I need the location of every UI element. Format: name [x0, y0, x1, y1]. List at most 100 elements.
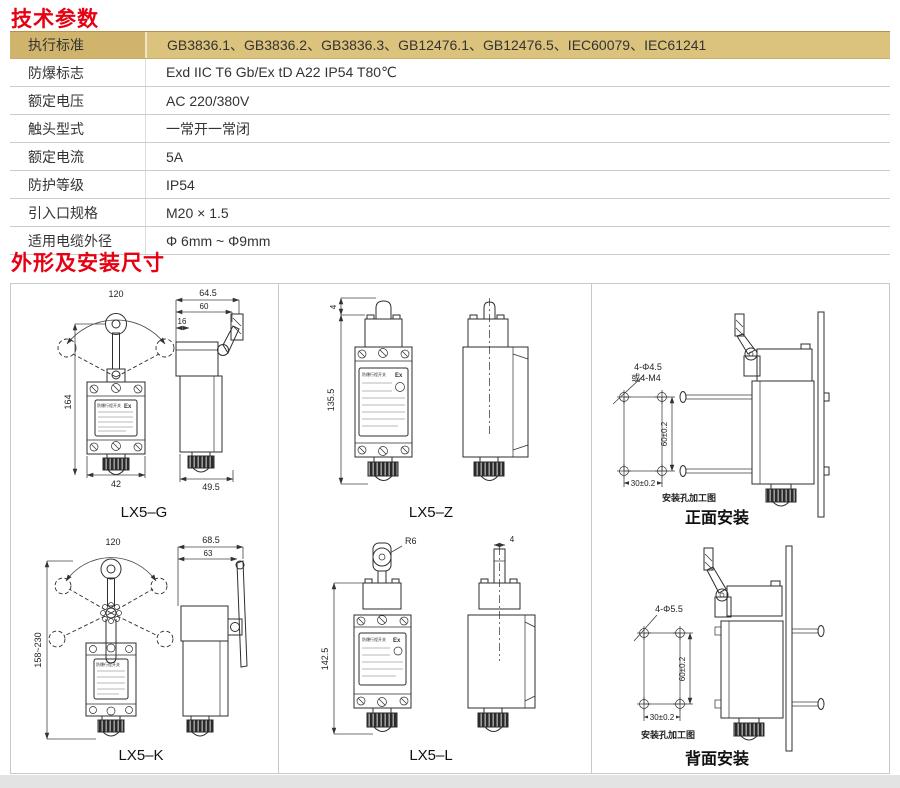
drawing-lx5k: 120 [33, 535, 248, 764]
svg-text:防爆行程开关: 防爆行程开关 [362, 636, 386, 642]
cable-gland [102, 453, 130, 475]
spec-label: 额定电压 [28, 92, 84, 109]
front-mount-side-view [679, 311, 830, 518]
table-row: 适用电缆外径 Φ 6mm ~ Φ9mm [10, 227, 890, 255]
drawings-panel: 120 [10, 283, 890, 774]
svg-text:Ex: Ex [395, 373, 403, 379]
dim-arc: 120 [105, 537, 120, 547]
lx5k-front-view: 120 [33, 537, 174, 740]
dim-plunger: 4 [329, 304, 338, 309]
holes-spec-alt: 或4-M4 [631, 372, 661, 383]
screws [89, 643, 133, 716]
section-title-specs: 技术参数 [11, 8, 99, 31]
mount-label-back: 背面安装 [685, 749, 749, 768]
spec-value: M20 × 1.5 [145, 199, 890, 226]
panel-divider [278, 284, 279, 773]
mount-hole-diagram: 4-Φ5.5 60±0.2 30±0.2 安装孔加工图 [633, 604, 695, 740]
spec-value: 5A [145, 143, 890, 170]
dim-height: 158~230 [33, 632, 43, 667]
model-label-lx5k: LX5–K [118, 747, 163, 764]
hole-diagram-caption: 安装孔加工图 [641, 729, 695, 740]
drawing-front-mount: 4-Φ4.5 或4-M4 60±0.2 30±0.2 安装孔加工图 [612, 311, 830, 527]
lx5l-side-view: 4 [467, 535, 536, 732]
drawing-lx5g: 120 [57, 288, 244, 521]
dim-side-top: 60 [200, 302, 209, 311]
dim-horizontal: 30±0.2 [631, 479, 656, 488]
cable-gland [97, 715, 125, 737]
svg-text:Ex: Ex [124, 404, 132, 410]
table-row: 触头型式 一常开一常闭 [10, 115, 890, 143]
svg-text:防爆行程开关: 防爆行程开关 [362, 371, 386, 377]
lx5g-side-view: 64.5 60 16 [175, 288, 244, 492]
holes-spec: 4-Φ5.5 [655, 604, 683, 614]
svg-text:防爆行程开关: 防爆行程开关 [97, 402, 121, 408]
spec-value: IP54 [145, 171, 890, 198]
mount-screws [791, 625, 825, 710]
mount-label-front: 正面安装 [685, 508, 749, 527]
panel-divider [591, 284, 592, 773]
drawing-back-mount: 4-Φ5.5 60±0.2 30±0.2 安装孔加工图 背面安装 [633, 545, 825, 768]
spec-label: 额定电流 [28, 148, 84, 165]
nameplate: 防爆行程开关 Ex [94, 399, 138, 437]
nameplate: 防爆行程开关 [93, 658, 129, 700]
cable-gland [367, 456, 399, 481]
mount-screws [679, 391, 830, 477]
lx5k-side-view: 68.5 63 [177, 535, 248, 737]
page-bottom-strip [0, 775, 900, 788]
model-label-lx5g: LX5–G [121, 504, 168, 521]
back-mount-side-view [703, 545, 825, 752]
table-row: 引入口规格 M20 × 1.5 [10, 199, 890, 227]
drawing-lx5z: 防爆行程开关 Ex [326, 297, 529, 521]
spec-value: Φ 6mm ~ Φ9mm [145, 227, 890, 254]
lx5l-front-view: R6 防爆行程开关 [320, 536, 417, 735]
dim-arc: 120 [108, 289, 123, 299]
spec-label: 引入口规格 [28, 204, 98, 221]
holes-spec: 4-Φ4.5 [634, 362, 662, 372]
screws [356, 615, 409, 707]
nameplate: 防爆行程开关 Ex [358, 632, 407, 686]
model-label-lx5l: LX5–L [409, 747, 452, 764]
table-row: 防护等级 IP54 [10, 171, 890, 199]
hole-diagram-caption: 安装孔加工图 [662, 492, 716, 503]
lx5z-side-view [462, 298, 529, 481]
dim-height: 164 [63, 394, 73, 409]
lx5z-front-view: 防爆行程开关 Ex [326, 297, 413, 485]
spec-label: 适用电缆外径 [28, 232, 112, 249]
table-row: 额定电压 AC 220/380V [10, 87, 890, 115]
drawing-lx5l: R6 防爆行程开关 [320, 535, 536, 764]
spec-label: 触头型式 [28, 120, 84, 137]
table-row: 额定电流 5A [10, 143, 890, 171]
screws [89, 383, 143, 452]
dim-side-overall: 64.5 [199, 288, 217, 298]
dim-height: 142.5 [320, 648, 330, 671]
lx5g-front-view: 120 [57, 289, 175, 489]
spec-label: 执行标准 [10, 32, 145, 58]
dim-plunger: 4 [510, 535, 515, 544]
spec-label: 防护等级 [28, 176, 84, 193]
spec-value: AC 220/380V [145, 87, 890, 114]
dim-side-top: 63 [204, 549, 213, 558]
spec-value: Exd IIC T6 Gb/Ex tD A22 IP54 T80℃ [145, 59, 890, 86]
specs-table: 执行标准 GB3836.1、GB3836.2、GB3836.3、GB12476.… [10, 31, 890, 255]
spec-value: 一常开一常闭 [145, 115, 890, 142]
adjuster-knob [100, 602, 122, 624]
dim-vertical: 60±0.2 [678, 656, 687, 681]
dim-side-bottom: 49.5 [202, 482, 220, 492]
table-row: 防爆标志 Exd IIC T6 Gb/Ex tD A22 IP54 T80℃ [10, 59, 890, 87]
dim-roller: R6 [405, 536, 417, 546]
nameplate: 防爆行程开关 Ex [358, 367, 409, 437]
screws [357, 348, 410, 456]
dim-width: 42 [111, 479, 121, 489]
dim-horizontal: 30±0.2 [650, 713, 675, 722]
svg-text:防爆行程开关: 防爆行程开关 [96, 661, 120, 667]
table-row: 执行标准 GB3836.1、GB3836.2、GB3836.3、GB12476.… [10, 31, 890, 59]
section-title-dimensions: 外形及安装尺寸 [11, 252, 165, 275]
spec-value: GB3836.1、GB3836.2、GB3836.3、GB12476.1、GB1… [145, 32, 890, 58]
svg-text:Ex: Ex [393, 638, 401, 644]
model-label-lx5z: LX5–Z [409, 504, 453, 521]
dim-side-offset: 16 [178, 317, 187, 326]
dim-side-overall: 68.5 [202, 535, 220, 545]
mount-hole-diagram: 4-Φ4.5 或4-M4 60±0.2 30±0.2 安装孔加工图 [612, 362, 716, 503]
dim-vertical: 60±0.2 [660, 421, 669, 446]
